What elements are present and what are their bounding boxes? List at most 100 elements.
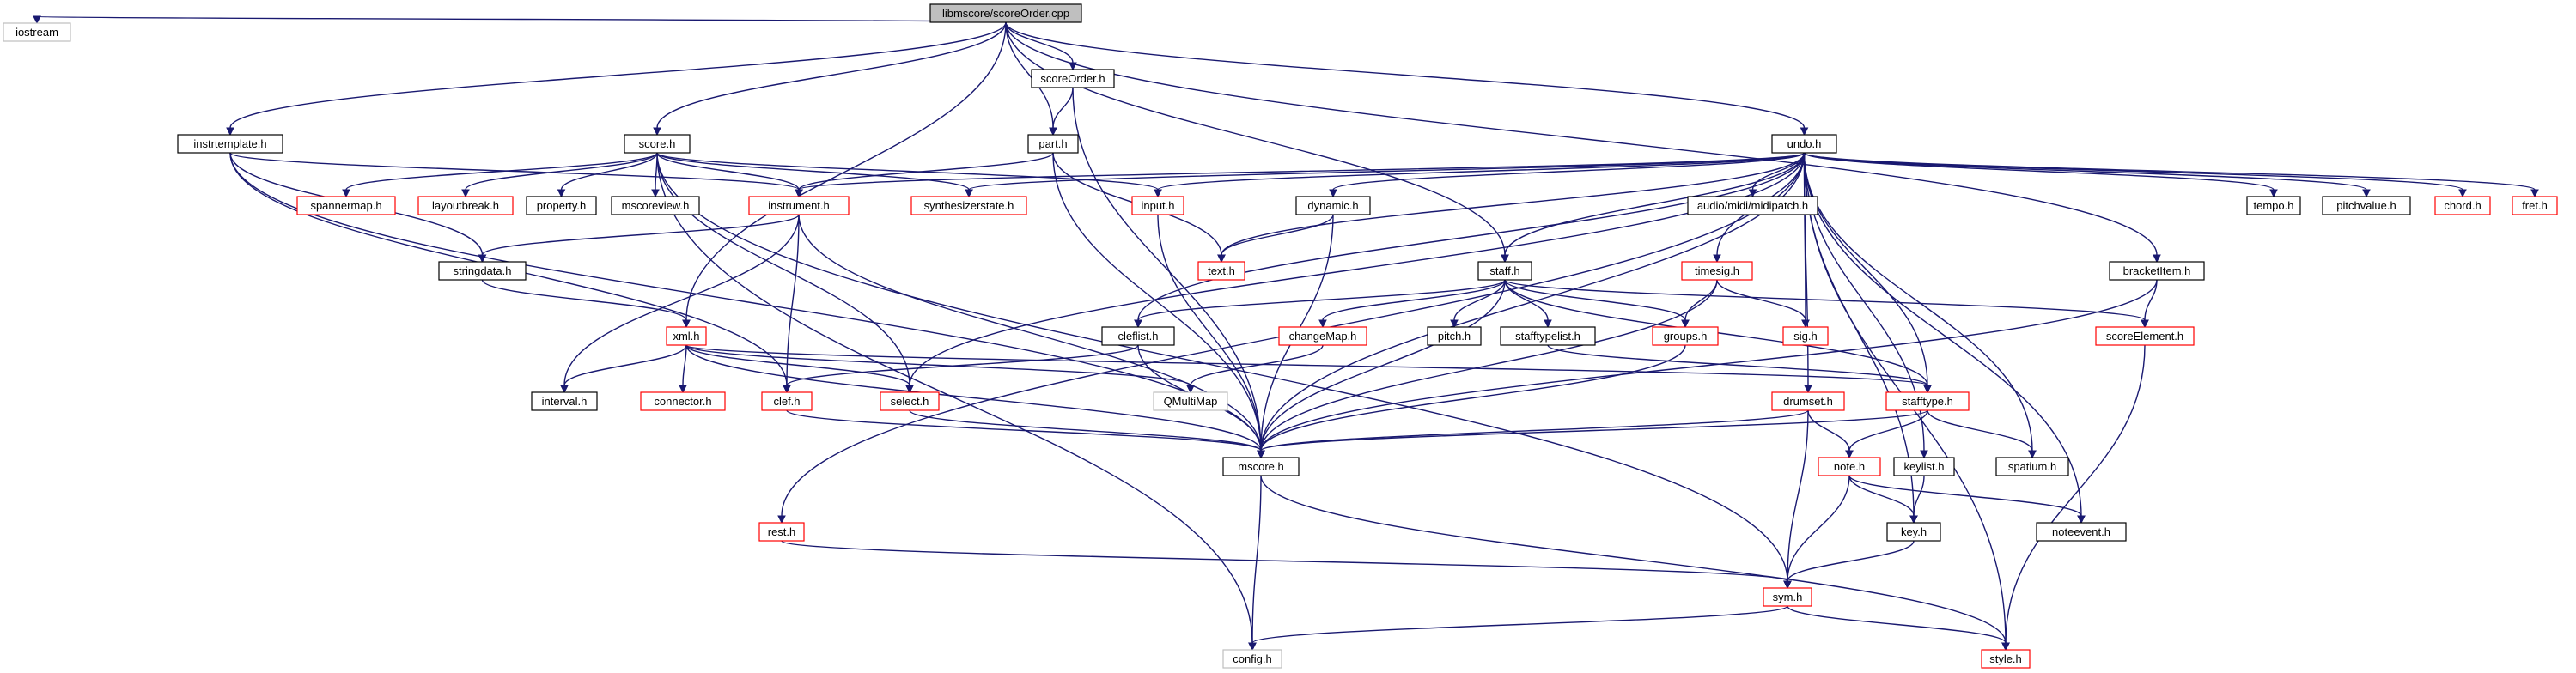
node-bracketitem-h[interactable]: bracketItem.h <box>2109 261 2205 281</box>
node-sig-h[interactable]: sig.h <box>1782 326 1829 346</box>
node-scoreelement-h[interactable]: scoreElement.h <box>2095 326 2195 346</box>
node-staff-h[interactable]: staff.h <box>1477 261 1532 281</box>
node-label: scoreElement.h <box>2106 330 2183 343</box>
edge-arrowhead <box>1257 450 1265 459</box>
node-midipatch-h[interactable]: audio/midi/midipatch.h <box>1687 196 1818 215</box>
node-label: connector.h <box>654 395 711 408</box>
node-part-h[interactable]: part.h <box>1027 134 1079 154</box>
edge-line <box>1005 21 1074 64</box>
node-cleflist-h[interactable]: cleflist.h <box>1101 326 1175 346</box>
edge-line <box>1260 279 1718 452</box>
node-connector-h[interactable]: connector.h <box>640 391 726 411</box>
node-mscore-h[interactable]: mscore.h <box>1222 457 1300 476</box>
node-instrtemplate-h[interactable]: instrtemplate.h <box>177 134 283 154</box>
node-chord-h[interactable]: chord.h <box>2434 196 2491 215</box>
node-property-h[interactable]: property.h <box>526 196 597 215</box>
edge-line <box>1137 279 1506 321</box>
node-pitch-h[interactable]: pitch.h <box>1427 326 1482 346</box>
node-label: noteevent.h <box>2052 525 2110 538</box>
edge-arrowhead <box>1923 385 1932 394</box>
edge-keylist-h-to-key-h <box>1909 475 1925 524</box>
node-key-h[interactable]: key.h <box>1886 522 1941 542</box>
node-select-h[interactable]: select.h <box>880 391 940 411</box>
node-xml-h[interactable]: xml.h <box>666 326 707 346</box>
node-undo-h[interactable]: undo.h <box>1771 134 1837 154</box>
node-scoreOrder-h[interactable]: scoreOrder.h <box>1031 69 1115 88</box>
edge-line <box>1453 279 1506 321</box>
edge-root-to-bracketitem-h <box>1005 21 2161 264</box>
node-dynamic-h[interactable]: dynamic.h <box>1295 196 1371 215</box>
node-root[interactable]: libmscore/scoreOrder.cpp <box>929 3 1082 23</box>
edge-line <box>685 344 1928 386</box>
node-pitchvalue-h[interactable]: pitchvalue.h <box>2322 196 2411 215</box>
node-sym-h[interactable]: sym.h <box>1763 587 1812 607</box>
node-keylist-h[interactable]: keylist.h <box>1893 457 1955 476</box>
edge-drumset-h-to-mscore-h <box>1257 409 1809 459</box>
node-box <box>1981 649 2031 669</box>
node-label: sym.h <box>1773 591 1803 603</box>
node-noteevent-h[interactable]: noteevent.h <box>2036 522 2127 542</box>
node-layer: libmscore/scoreOrder.cppiostreamscoreOrd… <box>3 3 2558 669</box>
edge-arrowhead <box>1783 580 1792 590</box>
node-label: part.h <box>1038 137 1067 150</box>
node-note-h[interactable]: note.h <box>1818 457 1881 476</box>
node-groups-h[interactable]: groups.h <box>1652 326 1719 346</box>
edge-line <box>909 409 1262 452</box>
edge-arrowhead <box>1329 189 1337 198</box>
node-box <box>2322 196 2411 215</box>
node-box <box>1893 457 1955 476</box>
node-timesig-h[interactable]: timesig.h <box>1681 261 1753 281</box>
node-input-h[interactable]: input.h <box>1131 196 1184 215</box>
node-style-h[interactable]: style.h <box>1981 649 2031 669</box>
edge-stafftype-h-to-spatium-h <box>1927 409 2037 459</box>
node-drumset-h[interactable]: drumset.h <box>1771 391 1845 411</box>
edge-line <box>1787 540 1915 582</box>
node-label: mscore.h <box>1238 460 1283 473</box>
node-changemap-h[interactable]: changeMap.h <box>1278 326 1367 346</box>
node-label: timesig.h <box>1695 264 1739 277</box>
node-instrument-h[interactable]: instrument.h <box>748 196 850 215</box>
edge-line <box>1005 21 1506 256</box>
node-label: style.h <box>1989 652 2022 665</box>
node-stafftype-h[interactable]: stafftype.h <box>1885 391 1970 411</box>
edge-line <box>1260 279 1506 452</box>
node-spannermap-h[interactable]: spannermap.h <box>296 196 396 215</box>
node-spatium-h[interactable]: spatium.h <box>1995 457 2069 476</box>
edge-undo-h-to-keylist-h <box>1803 152 1928 459</box>
edge-arrowhead <box>1920 450 1928 459</box>
edge-arrowhead <box>557 189 566 198</box>
edge-rest-h-to-sym-h <box>781 540 1792 590</box>
node-clef-h[interactable]: clef.h <box>761 391 813 411</box>
edge-arrowhead <box>1049 127 1057 136</box>
node-box <box>2434 196 2491 215</box>
node-stafftypelist-h[interactable]: stafftypelist.h <box>1500 326 1596 346</box>
node-score-h[interactable]: score.h <box>624 134 691 154</box>
edge-line <box>798 152 1806 191</box>
node-fret-h[interactable]: fret.h <box>2512 196 2558 215</box>
node-box <box>929 3 1082 23</box>
edge-line <box>345 152 658 191</box>
node-rest-h[interactable]: rest.h <box>758 522 805 542</box>
node-box <box>748 196 850 215</box>
node-tempo-h[interactable]: tempo.h <box>2246 196 2301 215</box>
node-text-h[interactable]: text.h <box>1197 261 1245 281</box>
edge-arrowhead <box>783 385 791 394</box>
edge-line <box>1157 214 1262 452</box>
node-label: stafftypelist.h <box>1515 330 1580 343</box>
edge-staff-h-to-scoreelement-h <box>1504 279 2149 329</box>
node-mscoreview-h[interactable]: mscoreview.h <box>611 196 700 215</box>
node-label: instrument.h <box>768 199 830 212</box>
edge-arrowhead <box>2362 189 2371 198</box>
node-interval-h[interactable]: interval.h <box>531 391 598 411</box>
node-synthesizerstate-h[interactable]: synthesizerstate.h <box>910 196 1027 215</box>
edge-arrowhead <box>1804 385 1812 394</box>
node-stringdata-h[interactable]: stringdata.h <box>438 261 527 281</box>
edge-arrowhead <box>651 189 660 198</box>
edge-root-to-undo-h <box>1005 21 1809 136</box>
node-layoutbreak-h[interactable]: layoutbreak.h <box>417 196 514 215</box>
edge-arrowhead <box>1845 450 1854 459</box>
node-box <box>3 22 71 42</box>
node-label: keylist.h <box>1904 460 1945 473</box>
node-box <box>666 326 707 346</box>
